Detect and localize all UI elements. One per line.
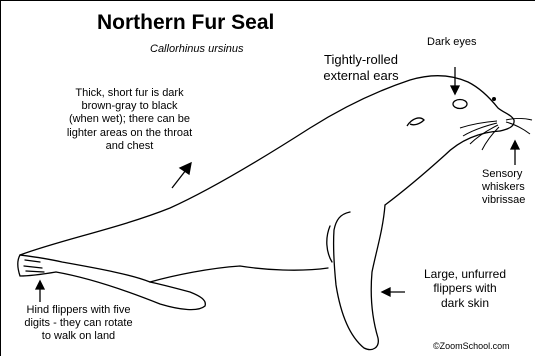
eyes-arrow-head bbox=[451, 86, 459, 94]
eye-icon bbox=[453, 100, 467, 109]
label-fur-line-4: lighter areas on the throat bbox=[52, 127, 207, 140]
whiskers-icon bbox=[460, 119, 532, 151]
diagram-title: Northern Fur Seal bbox=[97, 11, 337, 35]
lower-belly-outline bbox=[150, 266, 328, 282]
label-fur-line-2: brown-gray to black bbox=[52, 100, 207, 113]
label-whiskers-line-1: Sensory bbox=[482, 168, 535, 181]
label-hind-flippers: Hind flippers with five digits - they ca… bbox=[6, 304, 151, 344]
label-whiskers: Sensory whiskers vibrissae bbox=[482, 168, 535, 208]
label-fur-line-1: Thick, short fur is dark bbox=[52, 87, 207, 100]
flipper-shoulder-line bbox=[327, 226, 332, 262]
whiskers-arrow-head bbox=[511, 141, 519, 149]
label-whiskers-line-2: whiskers bbox=[482, 181, 535, 194]
nostril-icon bbox=[492, 97, 496, 101]
label-hind-flippers-line-3: to walk on land bbox=[6, 330, 151, 343]
label-fur-line-3: (when wet); there can be bbox=[52, 113, 207, 126]
label-ears-line-2: external ears bbox=[311, 68, 411, 84]
front-flipper-outline bbox=[334, 205, 385, 350]
hind-flipper-toes bbox=[18, 255, 56, 276]
fur-arrow-head bbox=[180, 163, 191, 174]
fur-arrow-line bbox=[172, 170, 186, 188]
label-whiskers-line-3: vibrissae bbox=[482, 194, 535, 207]
label-front-flippers-line-2: flippers with bbox=[400, 281, 530, 295]
label-fur: Thick, short fur is dark brown-gray to b… bbox=[52, 87, 207, 153]
front-flipper-arrow-head bbox=[382, 288, 390, 296]
label-hind-flippers-line-1: Hind flippers with five bbox=[6, 304, 151, 317]
label-front-flippers-line-3: dark skin bbox=[400, 296, 530, 310]
label-front-flippers: Large, unfurred flippers with dark skin bbox=[400, 267, 530, 310]
ear-icon bbox=[407, 118, 424, 126]
label-ears: Tightly-rolled external ears bbox=[311, 52, 411, 83]
hind-flippers-arrow-head bbox=[36, 281, 44, 289]
label-dark-eyes: Dark eyes bbox=[427, 36, 477, 49]
label-fur-line-5: and chest bbox=[52, 140, 207, 153]
label-ears-line-1: Tightly-rolled bbox=[311, 52, 411, 68]
label-front-flippers-line-1: Large, unfurred bbox=[400, 267, 530, 281]
flipper-digits bbox=[24, 260, 44, 272]
diagram-subtitle: Callorhinus ursinus bbox=[150, 43, 290, 55]
label-hind-flippers-line-2: digits - they can rotate bbox=[6, 317, 151, 330]
copyright-notice: ©ZoomSchool.com bbox=[433, 341, 510, 351]
